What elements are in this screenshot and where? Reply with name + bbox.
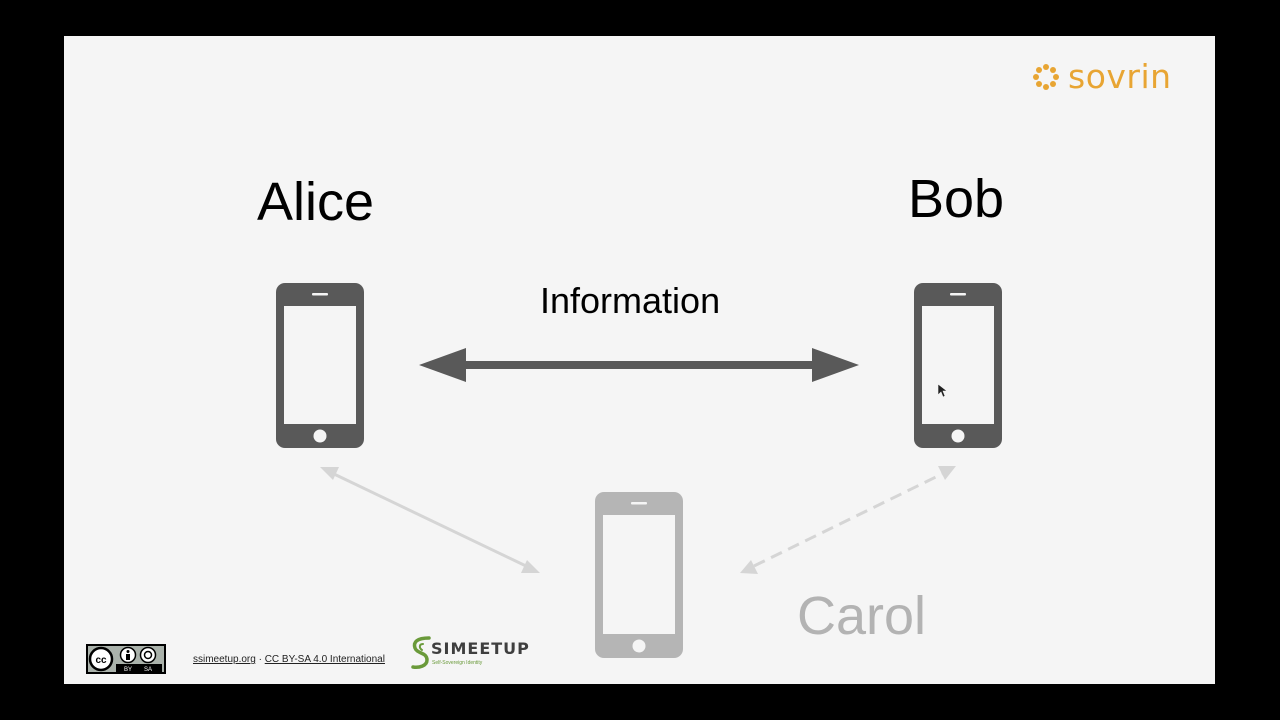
sovrin-wordmark: sovrin — [1068, 57, 1172, 96]
carol-alice-arrow — [320, 467, 540, 573]
sa-icon — [139, 646, 157, 664]
footer-separator: · — [255, 654, 265, 665]
footer-attribution: ssimeetup.org · CC BY-SA 4.0 Internation… — [193, 654, 385, 665]
alice-phone-icon — [276, 283, 364, 448]
edge-label-information: Information — [540, 280, 721, 321]
ssimeetup-wordmark: SIMEETUP — [431, 639, 530, 658]
carol-phone-icon — [595, 492, 683, 658]
license-link[interactable]: CC BY-SA 4.0 International — [264, 654, 385, 665]
ssimeetup-s-icon — [411, 636, 431, 669]
slide: sovrin Alice Bob Carol Information — [64, 36, 1215, 684]
ssimeetup-link[interactable]: ssimeetup.org — [193, 654, 256, 665]
by-icon — [119, 646, 137, 664]
ssimeetup-logo: SIMEETUP Self-Sovereign Identity — [409, 634, 529, 677]
node-label-alice: Alice — [257, 172, 375, 232]
sovrin-logo: sovrin — [1032, 58, 1172, 96]
svg-text:cc: cc — [95, 655, 107, 666]
cc-license-badge: cc BY SA — [86, 644, 166, 674]
mouse-cursor-icon — [937, 383, 948, 398]
by-badge-label: BY — [124, 667, 132, 673]
carol-bob-dashed-arrow — [740, 466, 956, 574]
node-label-carol: Carol — [797, 586, 927, 646]
bob-phone-icon — [914, 283, 1002, 448]
diagram-canvas — [276, 283, 1002, 658]
information-arrow — [419, 348, 859, 382]
cc-icon: cc — [88, 646, 114, 672]
ssimeetup-subtitle: Self-Sovereign Identity — [432, 660, 483, 666]
sovrin-flower-icon — [1033, 64, 1059, 90]
node-label-bob: Bob — [908, 169, 1005, 229]
sa-badge-label: SA — [144, 667, 152, 673]
